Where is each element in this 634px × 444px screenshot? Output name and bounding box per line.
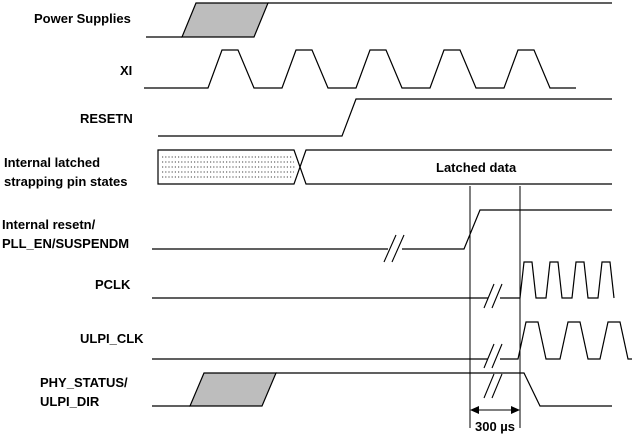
label-pclk: PCLK <box>95 277 131 292</box>
label-xi: XI <box>120 63 132 78</box>
waveform-power-supplies <box>146 2 612 38</box>
label-strapping-line-1: Internal latched <box>4 155 100 170</box>
interval-dimension: 300 µs <box>470 406 520 434</box>
latched-data-label: Latched data <box>436 160 517 175</box>
waveform-pclk <box>152 261 615 310</box>
arrow-right-icon <box>511 406 520 414</box>
label-internal-resetn-line-2: PLL_EN/SUSPENDM <box>2 236 129 251</box>
waveform-internal-resetn <box>152 209 612 263</box>
label-strapping-line-2: strapping pin states <box>4 174 128 189</box>
waveform-resetn <box>158 98 612 137</box>
interval-label: 300 µs <box>475 419 515 434</box>
label-ulpi-clk: ULPI_CLK <box>80 331 144 346</box>
waveform-strapping-states: Latched data <box>157 149 612 185</box>
waveform-phy-status <box>152 372 612 407</box>
label-internal-resetn-line-1: Internal resetn/ <box>2 217 96 232</box>
label-phy-status-line-1: PHY_STATUS/ <box>40 375 128 390</box>
label-phy-status-line-2: ULPI_DIR <box>40 394 100 409</box>
waveform-ulpi-clk <box>152 321 632 370</box>
signal-labels: Power Supplies XI RESETN Internal latche… <box>2 11 144 409</box>
waveform-xi <box>144 49 576 89</box>
label-resetn: RESETN <box>80 111 133 126</box>
label-power-supplies: Power Supplies <box>34 11 131 26</box>
timing-markers <box>469 186 521 428</box>
arrow-left-icon <box>470 406 479 414</box>
